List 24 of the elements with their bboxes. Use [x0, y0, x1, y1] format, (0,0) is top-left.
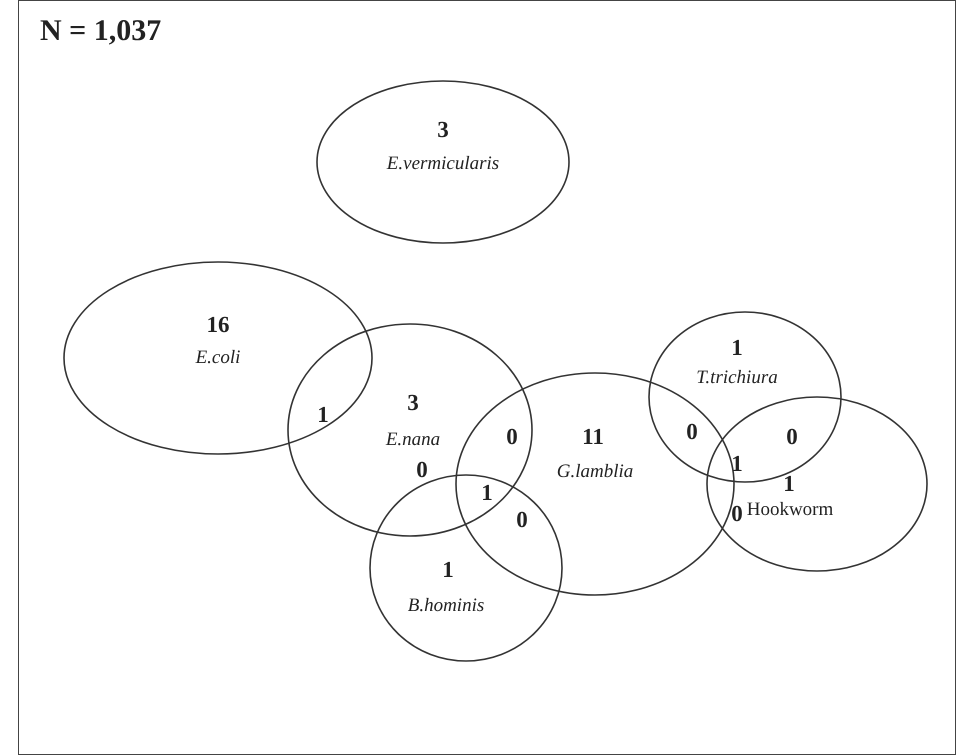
- species-name: E.nana: [386, 429, 440, 451]
- species-name: G.lamblia: [556, 461, 634, 483]
- count-number: 11: [582, 424, 604, 450]
- count-number: 3: [407, 390, 419, 416]
- count-number: 1: [731, 335, 743, 361]
- species-name: T.trichiura: [696, 367, 778, 389]
- count-number: 1: [442, 557, 454, 583]
- overlap-count: 1: [317, 402, 329, 428]
- overlap-count: 1: [731, 451, 743, 477]
- overlap-count: 1: [481, 480, 493, 506]
- overlap-count: 0: [506, 424, 518, 450]
- overlap-count: 0: [686, 419, 698, 445]
- overlap-count: 0: [786, 424, 798, 450]
- species-name: B.hominis: [408, 595, 484, 617]
- count-number: 16: [206, 312, 230, 338]
- species-name: E.vermicularis: [386, 153, 500, 175]
- count-number: 3: [437, 117, 449, 143]
- species-name: E.coli: [196, 347, 240, 369]
- overlap-count: 0: [416, 457, 428, 483]
- species-name: Hookworm: [746, 499, 834, 521]
- count-number: 1: [783, 471, 795, 497]
- overlap-count: 0: [516, 507, 528, 533]
- overlap-count: 0: [731, 501, 743, 527]
- sample-size-title: N = 1,037: [40, 14, 162, 48]
